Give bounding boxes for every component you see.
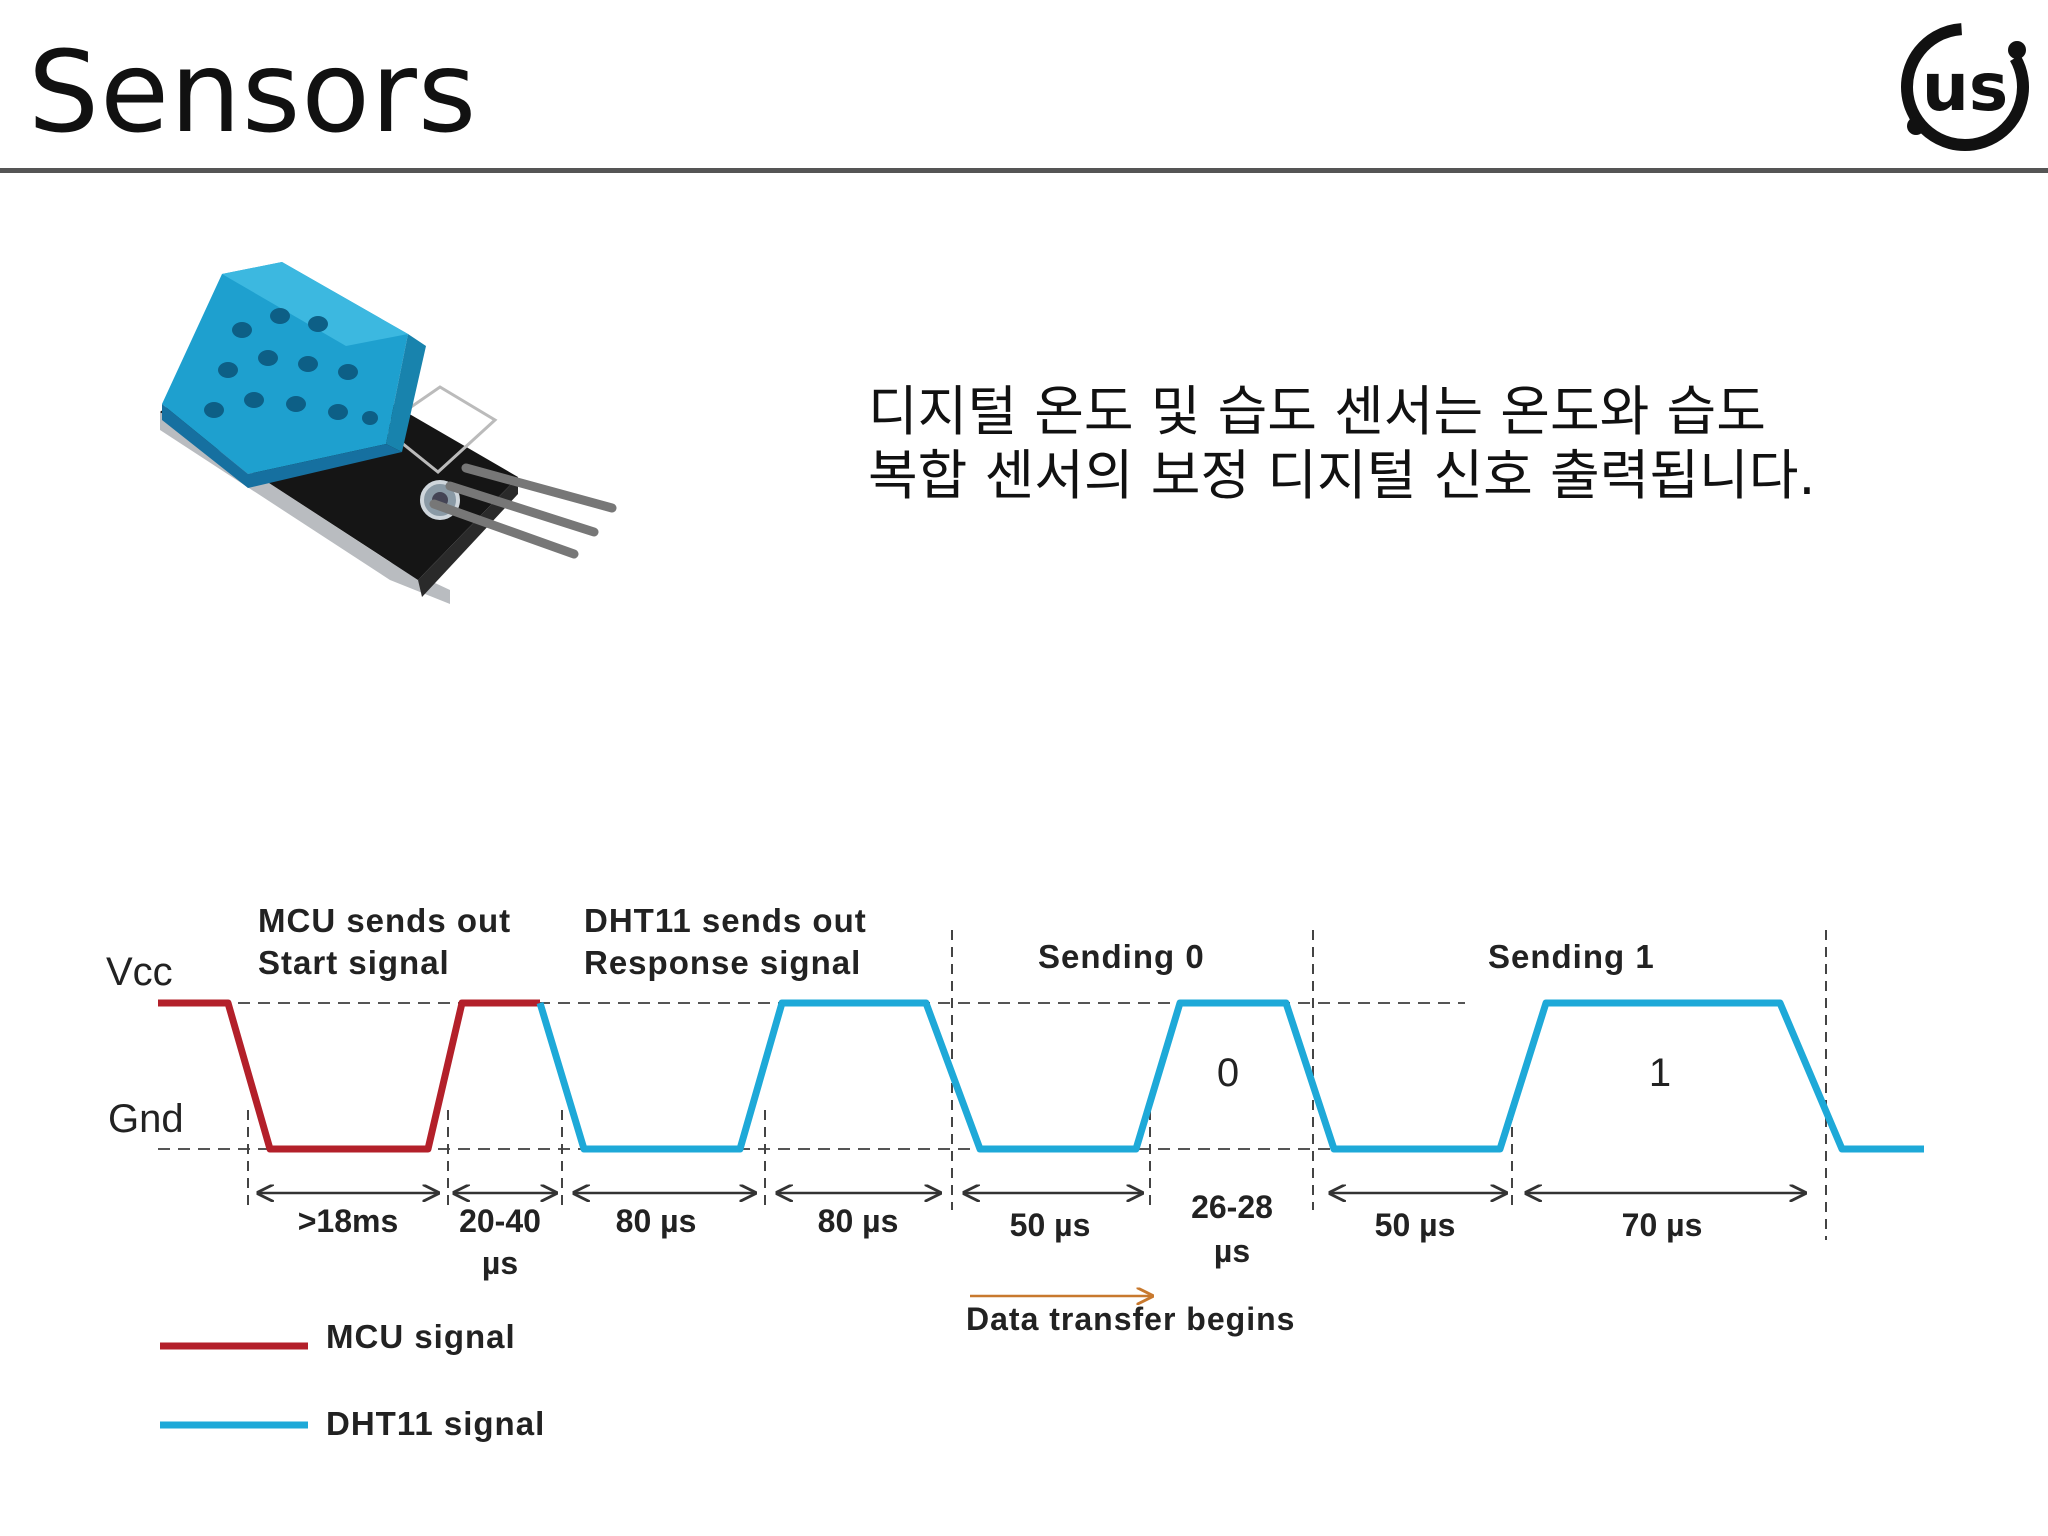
legend-dht-label: DHT11 signal [326, 1405, 545, 1442]
duration-start-low: >18ms [298, 1203, 399, 1239]
phase-mcu-start-line2: Start signal [258, 944, 450, 981]
duration-start-high-line1: 20-40 [459, 1203, 541, 1239]
duration-bit1-high: 70 µs [1622, 1207, 1703, 1243]
duration-response-low: 80 µs [616, 1203, 697, 1239]
gnd-label: Gnd [108, 1097, 184, 1141]
bit-one-label: 1 [1649, 1051, 1671, 1095]
duration-bit0-low: 50 µs [1010, 1207, 1091, 1243]
duration-response-high: 80 µs [818, 1203, 899, 1239]
duration-start-high-line2: µs [482, 1245, 518, 1281]
duration-bit1-low: 50 µs [1375, 1207, 1456, 1243]
bit-zero-label: 0 [1217, 1051, 1239, 1095]
phase-sending-0: Sending 0 [1038, 938, 1205, 975]
data-transfer-label: Data transfer begins [966, 1301, 1295, 1337]
phase-mcu-start-line1: MCU sends out [258, 902, 511, 939]
duration-bit0-high-line1: 26-28 [1191, 1189, 1273, 1225]
phase-dht-response-line1: DHT11 sends out [584, 902, 867, 939]
phase-sending-1: Sending 1 [1488, 938, 1655, 975]
phase-dht-response-line2: Response signal [584, 944, 861, 981]
legend-mcu-label: MCU signal [326, 1318, 516, 1355]
duration-bit0-high-line2: µs [1214, 1233, 1250, 1269]
vcc-label: Vcc [106, 950, 173, 994]
mcu-signal-waveform [158, 1003, 540, 1149]
